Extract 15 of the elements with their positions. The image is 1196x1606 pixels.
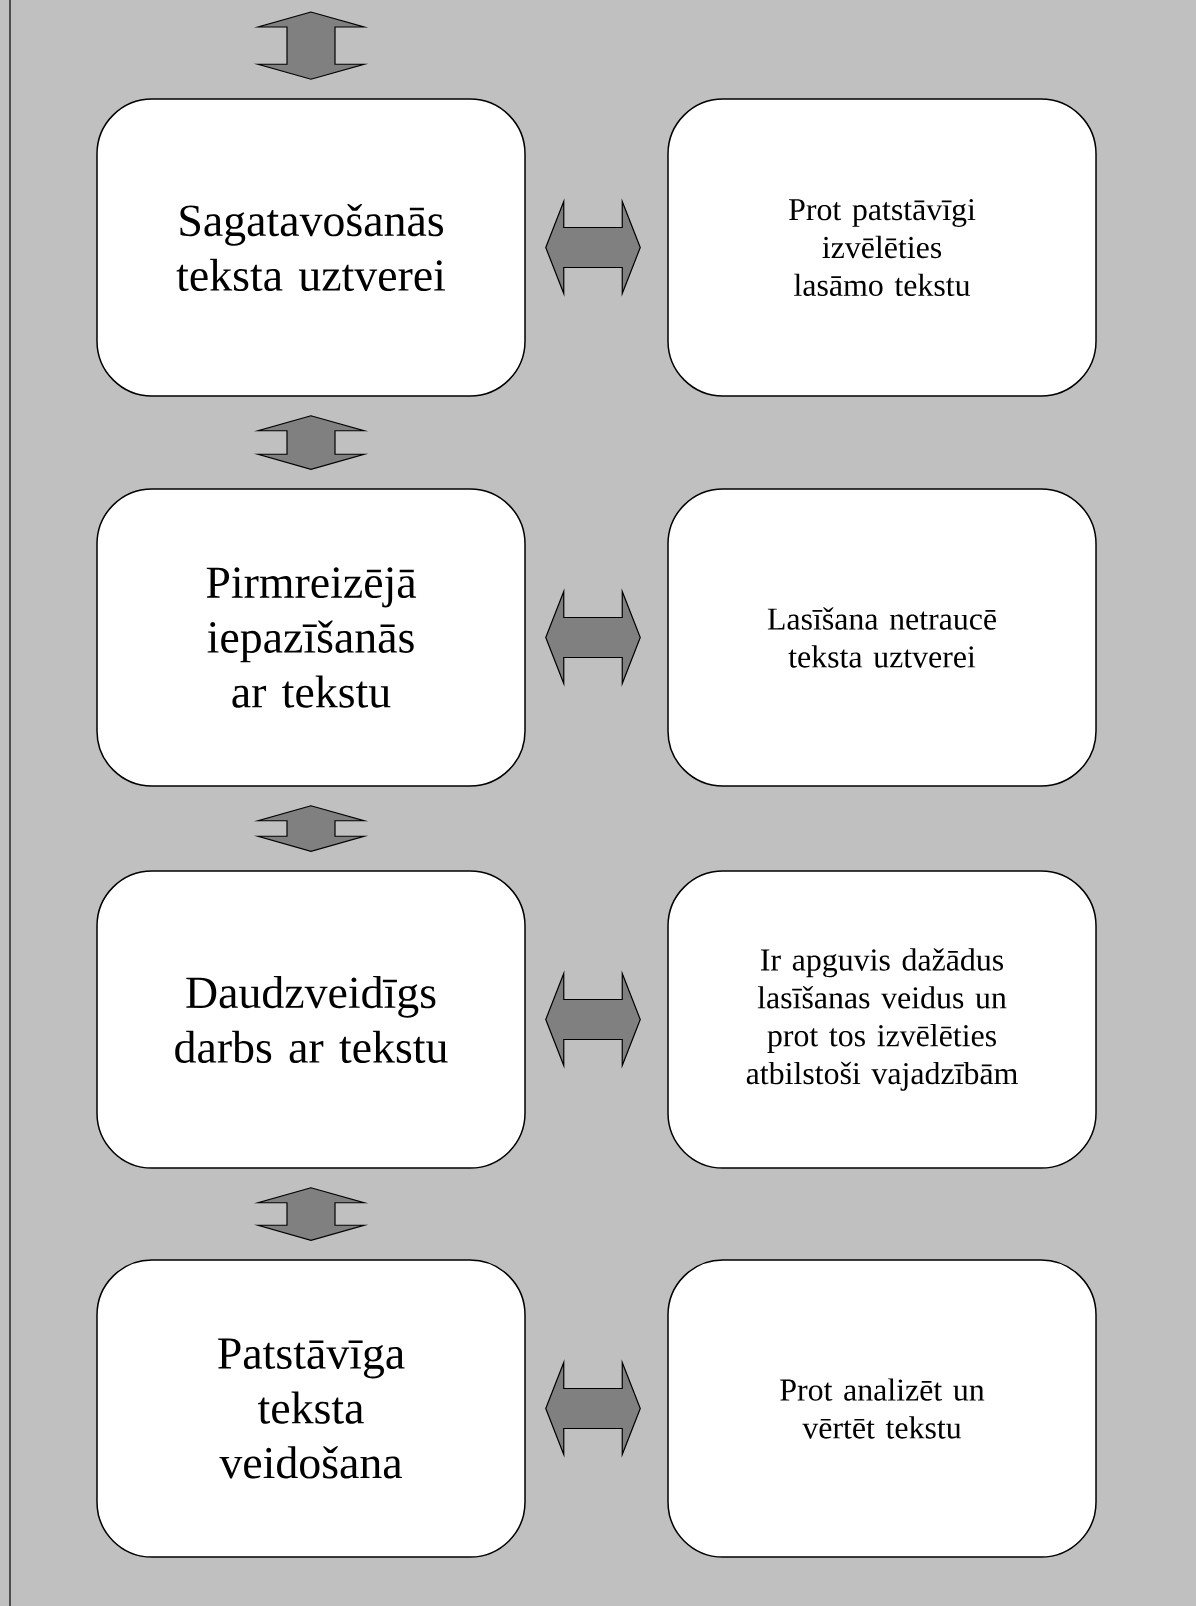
double-arrow [545,198,641,297]
rounded-box: Prot patstāvīgi izvēlēties lasāmo tekstu [667,98,1097,397]
rounded-box: Ir apguvis dažādus lasīšanas veidus un prot tos izvēlēties atbilstoši vajadzībām [667,870,1097,1169]
rounded-box: Daudzveidīgs darbs ar tekstu [96,870,526,1169]
rounded-box: Pirmreizējā iepazīšanās ar tekstu [96,488,526,787]
double-arrow [253,1187,369,1241]
double-arrow [545,588,641,687]
rounded-box: Patstāvīga teksta veidošana [96,1259,526,1558]
rounded-box: Sagatavošanās teksta uztverei [96,98,526,397]
rounded-box: Prot analizēt un vērtēt tekstu [667,1259,1097,1558]
double-arrow [253,805,369,852]
rounded-box: Lasīšana netraucē teksta uztverei [667,488,1097,787]
double-arrow [545,1359,641,1458]
double-arrow [545,970,641,1069]
double-arrow [253,11,369,80]
